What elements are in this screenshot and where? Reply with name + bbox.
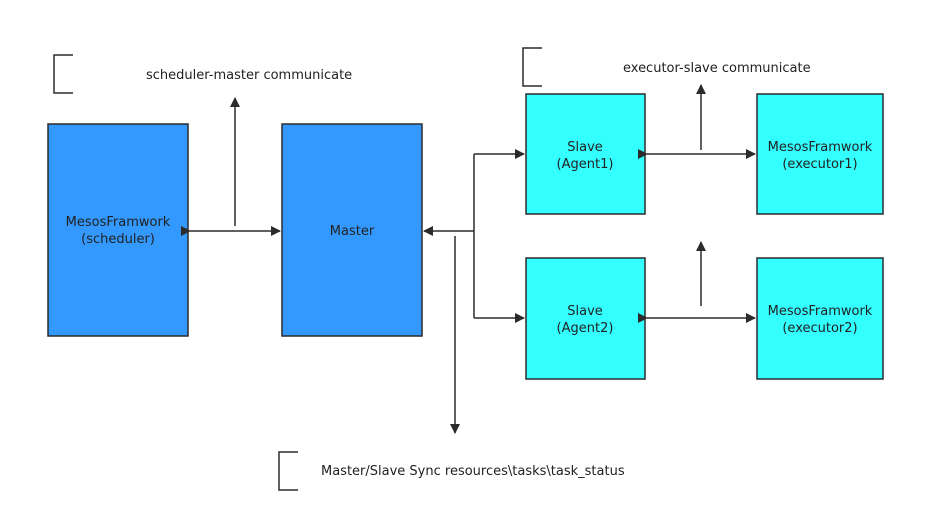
bracket-master-slave-sync	[278, 451, 298, 491]
node-slave-agent1-sublabel: (Agent1)	[557, 157, 614, 172]
node-framework-executor2-sublabel: (executor2)	[782, 321, 857, 336]
node-framework-scheduler-label: MesosFramwork	[66, 215, 171, 230]
connectors	[181, 84, 756, 434]
node-slave-agent2-sublabel: (Agent2)	[557, 321, 614, 336]
node-master-box	[281, 123, 423, 337]
node-master: Master	[281, 123, 423, 337]
node-slave-agent1-box	[525, 93, 646, 215]
node-slave-agent1: Slave (Agent1)	[525, 93, 646, 215]
node-master-label: Master	[330, 224, 375, 239]
node-framework-executor2-box	[756, 257, 884, 380]
node-framework-executor1-box	[756, 93, 884, 215]
node-slave-agent2-box	[525, 257, 646, 380]
node-framework-scheduler-box	[47, 123, 189, 337]
node-framework-executor1: MesosFramwork (executor1)	[756, 93, 884, 215]
node-framework-scheduler-sublabel: (scheduler)	[81, 232, 155, 247]
note-executor-slave: executor-slave communicate	[623, 61, 811, 76]
node-framework-executor1-label: MesosFramwork	[768, 140, 873, 155]
node-framework-executor1-sublabel: (executor1)	[782, 157, 857, 172]
bracket-scheduler-master	[53, 54, 73, 94]
node-slave-agent2-label: Slave	[567, 304, 603, 319]
note-scheduler-master: scheduler-master communicate	[146, 68, 352, 83]
annotation-brackets	[53, 47, 542, 491]
node-framework-executor2: MesosFramwork (executor2)	[756, 257, 884, 380]
node-slave-agent2: Slave (Agent2)	[525, 257, 646, 380]
note-master-slave-sync: Master/Slave Sync resources\tasks\task_s…	[321, 464, 625, 479]
node-slave-agent1-label: Slave	[567, 140, 603, 155]
node-framework-executor2-label: MesosFramwork	[768, 304, 873, 319]
bracket-executor-slave	[522, 47, 542, 87]
node-framework-scheduler: MesosFramwork (scheduler)	[47, 123, 189, 337]
